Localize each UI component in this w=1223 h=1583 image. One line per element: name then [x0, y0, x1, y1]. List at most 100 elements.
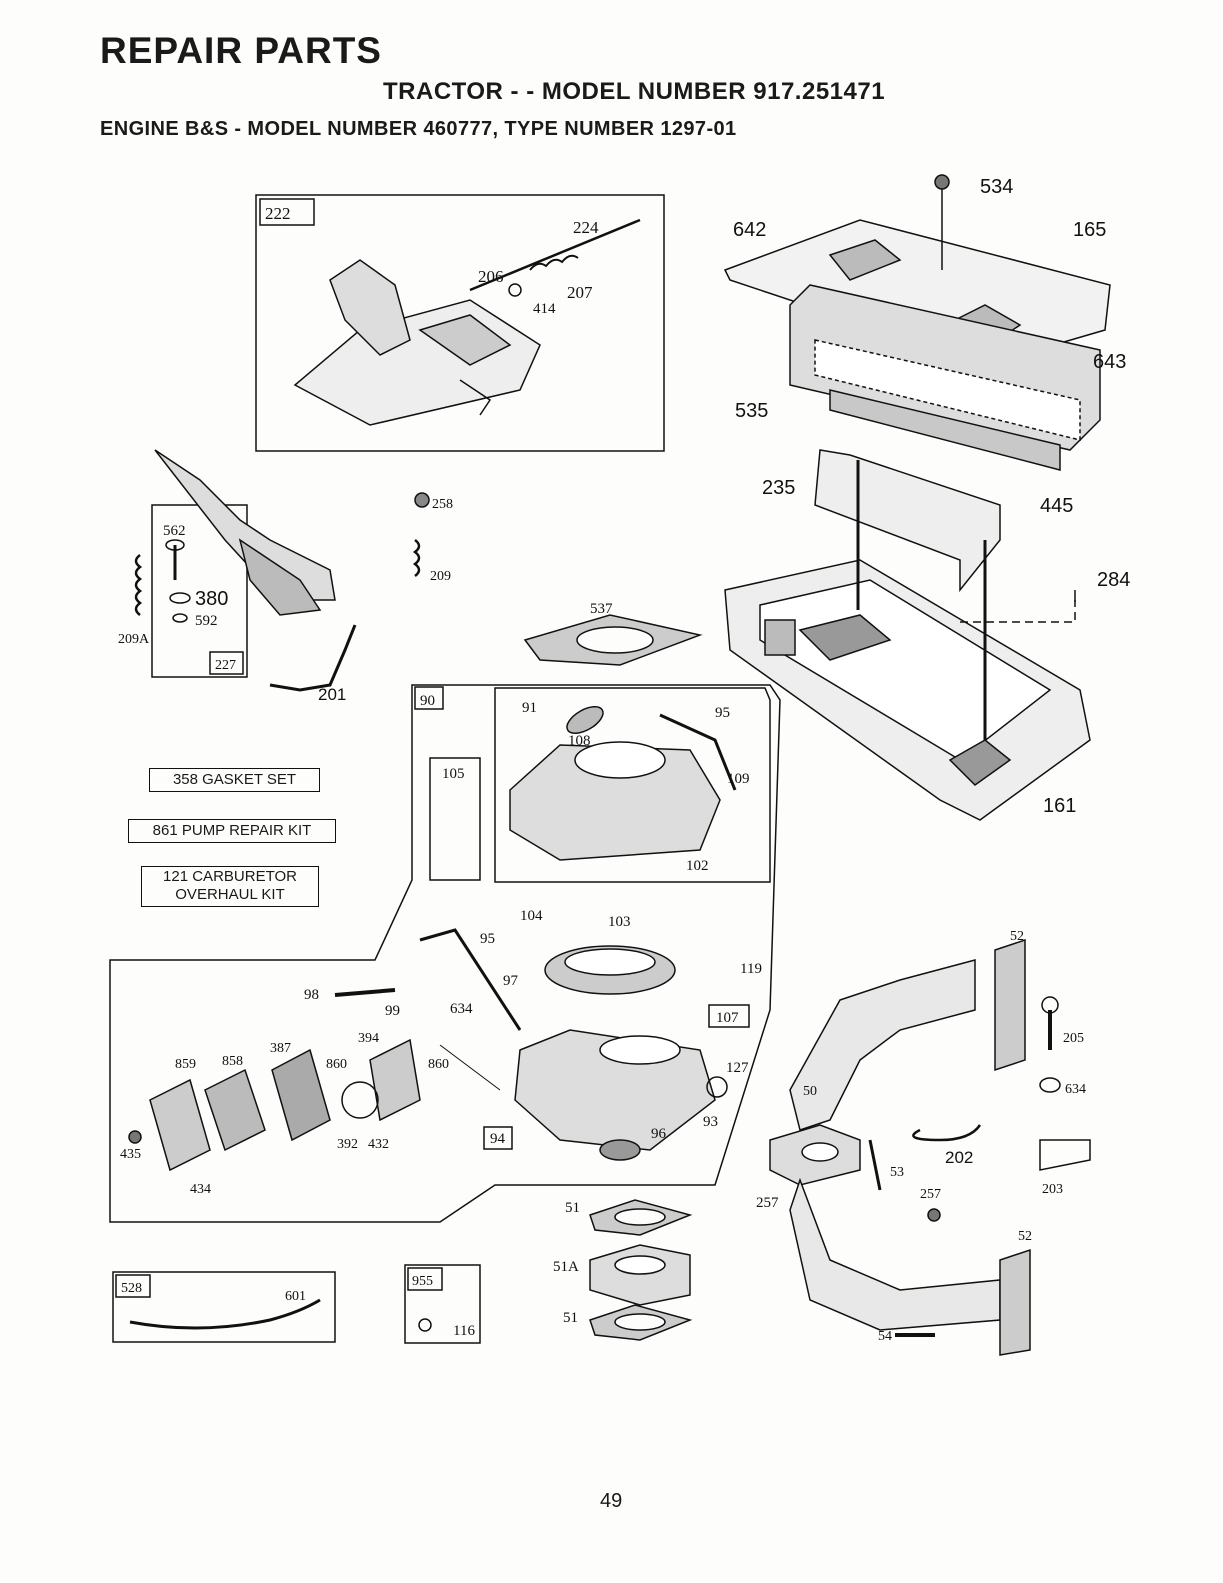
part-534: 534 [980, 176, 1013, 198]
part-562: 562 [163, 523, 186, 539]
part-90: 90 [420, 693, 435, 709]
part-224: 224 [573, 218, 599, 237]
part-955: 955 [412, 1274, 433, 1289]
part-102: 102 [686, 858, 709, 874]
control-bracket-drawing [293, 218, 641, 426]
flange-gaskets-drawing [589, 1199, 693, 1341]
page-number: 49 [600, 1490, 623, 1512]
filter-baffle-drawing [814, 449, 1001, 593]
part-284: 284 [1097, 569, 1130, 591]
part-601: 601 [285, 1289, 306, 1304]
part-202: 202 [945, 1148, 973, 1167]
part-222: 222 [265, 204, 291, 223]
part-227: 227 [215, 658, 236, 673]
control-assembly-box [255, 194, 665, 452]
part-number-labels: 222 224 206 207 414 534 642 165 643 535 … [118, 176, 1130, 1344]
part-414: 414 [533, 301, 556, 317]
part-127: 127 [726, 1060, 749, 1076]
part-51A: 51A [553, 1259, 579, 1275]
gasket-set-kit: 358 GASKET SET [149, 768, 320, 792]
part-95-lower: 95 [480, 931, 495, 947]
part-634-manifold: 634 [1065, 1082, 1086, 1097]
part-93: 93 [703, 1114, 718, 1130]
part-54: 54 [878, 1329, 892, 1344]
part-445: 445 [1040, 495, 1073, 517]
part-51-lower: 51 [563, 1310, 578, 1326]
part-161: 161 [1043, 795, 1076, 817]
part-235: 235 [762, 477, 795, 499]
part-387: 387 [270, 1041, 291, 1056]
part-860-a: 860 [326, 1057, 347, 1072]
carburetor-body-drawing [334, 706, 737, 1161]
page-title: REPAIR PARTS [100, 30, 382, 71]
governor-lever-drawing [134, 449, 357, 692]
carburetor-group-outline [109, 684, 781, 1223]
part-432: 432 [368, 1137, 389, 1152]
carburetor-overhaul-kit: 121 CARBURETOR OVERHAUL KIT [141, 866, 319, 907]
label-box-107 [708, 1004, 750, 1028]
label-box-227 [209, 651, 244, 675]
tractor-model-heading: TRACTOR - - MODEL NUMBER 917.251471 [383, 78, 886, 105]
label-box-955 [407, 1267, 443, 1291]
fuel-pump-drawing [128, 1038, 421, 1172]
part-52-upper: 52 [1010, 929, 1024, 944]
part-51-upper: 51 [565, 1200, 580, 1216]
part-103: 103 [608, 914, 631, 930]
pump-repair-kit: 861 PUMP REPAIR KIT [128, 819, 336, 843]
part-105: 105 [442, 766, 465, 782]
part-116: 116 [453, 1323, 475, 1339]
part-859: 859 [175, 1057, 196, 1072]
part-99: 99 [385, 1003, 400, 1019]
part-394: 394 [358, 1031, 379, 1046]
part-858: 858 [222, 1054, 243, 1069]
part-435: 435 [120, 1147, 141, 1162]
part-206: 206 [478, 267, 504, 286]
part-257-carb: 257 [756, 1195, 779, 1211]
gasket-537-drawing [523, 614, 703, 666]
part-52-lower: 52 [1018, 1229, 1032, 1244]
carburetor-kit-line2: OVERHAUL KIT [175, 886, 285, 903]
part-53: 53 [890, 1165, 904, 1180]
part-643: 643 [1093, 351, 1126, 373]
part-642: 642 [733, 219, 766, 241]
part-634-carb: 634 [450, 1001, 473, 1017]
part-860-b: 860 [428, 1057, 449, 1072]
part-209A: 209A [118, 632, 150, 647]
label-box-528 [115, 1274, 151, 1298]
part-119: 119 [740, 961, 762, 977]
air-filter-drawing [789, 284, 1101, 471]
part-258: 258 [432, 497, 453, 512]
part-98: 98 [304, 987, 319, 1003]
part-107: 107 [716, 1010, 739, 1026]
part-109: 109 [727, 771, 750, 787]
part-205: 205 [1063, 1031, 1084, 1046]
part-104: 104 [520, 908, 543, 924]
fuel-line-box [112, 1271, 336, 1343]
engine-model-heading: ENGINE B&S - MODEL NUMBER 460777, TYPE N… [100, 118, 737, 140]
seal-116-drawing [418, 1318, 432, 1332]
part-108: 108 [568, 733, 591, 749]
label-box-90 [414, 686, 444, 710]
part-380: 380 [195, 588, 228, 610]
label-box-222 [259, 198, 315, 226]
part-201: 201 [318, 685, 346, 704]
part-207: 207 [567, 283, 593, 302]
part-203: 203 [1042, 1182, 1063, 1197]
part-91: 91 [522, 700, 537, 716]
part-392: 392 [337, 1137, 358, 1152]
part-50: 50 [803, 1084, 817, 1099]
part-95-upper: 95 [715, 705, 730, 721]
float-needle-box [429, 757, 481, 881]
part-528: 528 [121, 1281, 142, 1296]
carb-upper-box [494, 687, 771, 883]
part-97: 97 [503, 973, 519, 989]
part-96: 96 [651, 1126, 667, 1142]
part-165: 165 [1073, 219, 1106, 241]
part-592: 592 [195, 613, 218, 629]
part-535: 535 [735, 400, 768, 422]
intake-manifold-drawing [769, 938, 1091, 1356]
fuel-line-drawing [129, 1298, 321, 1330]
part-257-manifold: 257 [920, 1187, 941, 1202]
air-cleaner-base-drawing [724, 460, 1091, 821]
